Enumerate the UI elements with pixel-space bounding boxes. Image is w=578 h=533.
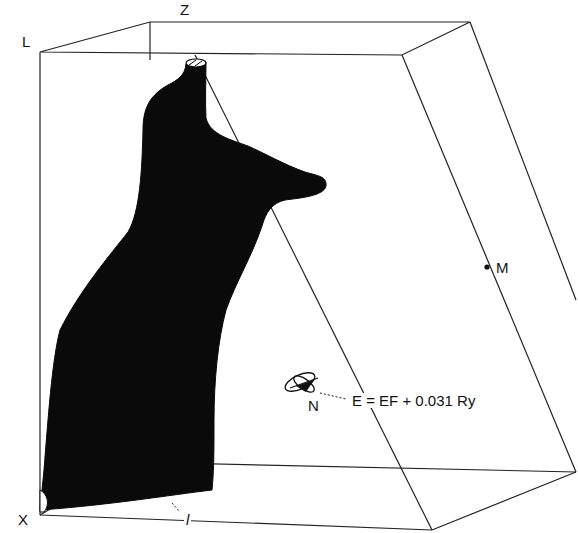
top-face (40, 22, 470, 55)
fermi-surface (40, 62, 326, 510)
leader-line (172, 503, 180, 512)
edge (432, 472, 576, 530)
symmetry-label: N (306, 398, 321, 413)
cross-section (40, 490, 47, 512)
edge (149, 22, 150, 60)
leader-line (320, 393, 346, 399)
symmetry-label: l (184, 512, 191, 527)
edge (402, 55, 576, 472)
hatch (195, 61, 202, 66)
symmetry-point (484, 264, 489, 269)
cross-section (186, 59, 206, 67)
symmetry-label: X (18, 512, 28, 527)
zone-wedge (40, 22, 576, 530)
energy-label: E = EF + 0.031 Ry (350, 393, 477, 408)
electron-pocket (283, 369, 318, 395)
edge (40, 515, 432, 530)
hatch (189, 60, 196, 65)
edge (470, 22, 576, 300)
symmetry-label: M (494, 260, 511, 275)
electron-pocket (296, 380, 314, 392)
symmetry-label: L (22, 34, 30, 49)
symmetry-label: Z (180, 2, 189, 17)
edge (39, 52, 40, 515)
